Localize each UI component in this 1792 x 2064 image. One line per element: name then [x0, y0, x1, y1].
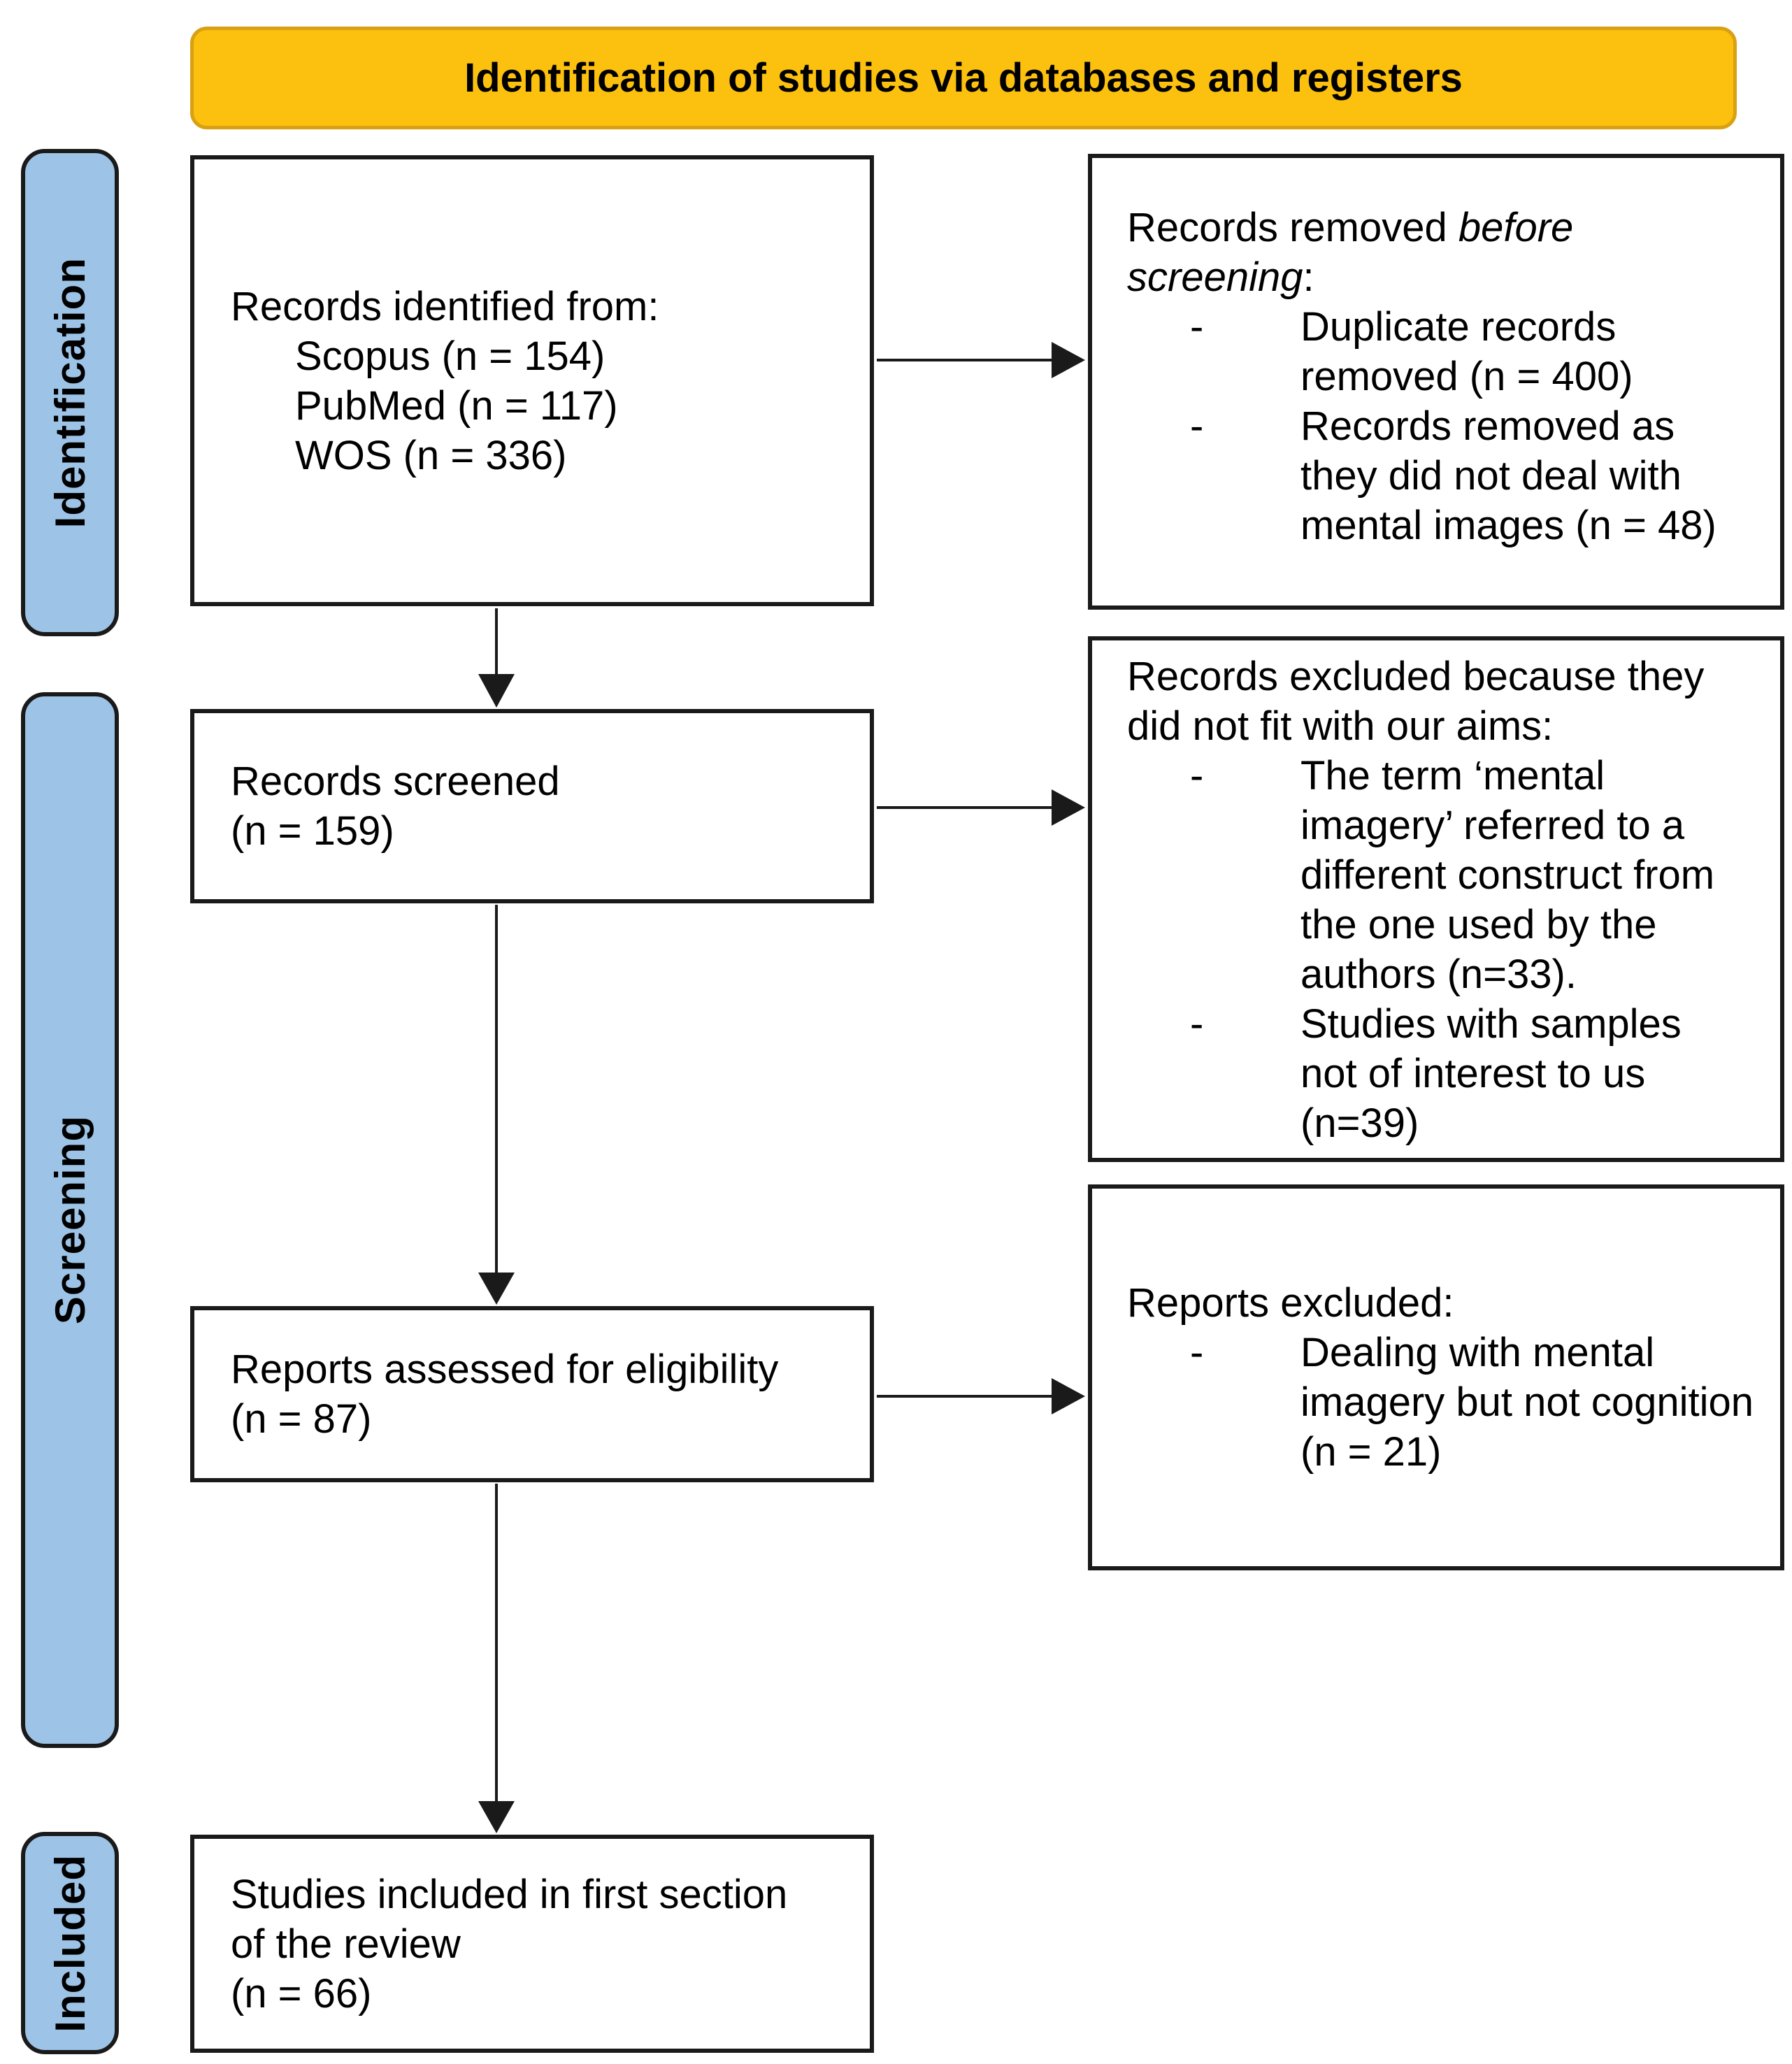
studies-included-line2: of the review	[231, 1921, 461, 1967]
arrow-assessed-to-included	[478, 1484, 515, 1833]
reports-excluded-bullet: - Dealing with mental imagery but not co…	[1127, 1328, 1770, 1477]
bullet-text-line: authors (n=33).	[1300, 952, 1577, 997]
bullet-text-line: mental images (n = 48)	[1300, 503, 1716, 548]
banner-title-bar: Identification of studies via databases …	[190, 27, 1737, 129]
box-studies-included: Studies included in first section of the…	[190, 1835, 874, 2053]
bullet-text-line: The term ‘mental	[1300, 753, 1605, 798]
stage-label-screening: Screening	[21, 692, 119, 1748]
bullet-text-line: Records removed as	[1300, 403, 1675, 449]
records-screened-title: Records screened	[231, 759, 560, 804]
removed-title-line2: screening:	[1127, 252, 1770, 302]
removed-bullet-not-mental-images: - Records removed as they did not deal w…	[1127, 401, 1770, 550]
arrow-screened-to-excluded	[877, 789, 1085, 826]
reports-assessed-title: Reports assessed for eligibility	[231, 1347, 779, 1392]
box-records-excluded-aims: Records excluded because they did not fi…	[1088, 636, 1784, 1162]
bullet-text-line: imagery but not cognition	[1300, 1379, 1754, 1425]
box-records-removed-before-screening: Records removed before screening: - Dupl…	[1088, 154, 1784, 610]
bullet-text-line: they did not deal with	[1300, 453, 1682, 499]
stage-label-identification: Identification	[21, 149, 119, 636]
bullet-text-line: not of interest to us	[1300, 1051, 1646, 1096]
aims-bullet-samples: - Studies with samples not of interest t…	[1127, 999, 1770, 1148]
bullet-dash: -	[1190, 403, 1204, 449]
arrow-identified-to-removed	[877, 342, 1085, 378]
bullet-text-line: Duplicate records	[1300, 304, 1617, 350]
stage-label-included: Included	[21, 1832, 119, 2054]
removed-title-line1: Records removed before	[1127, 203, 1770, 252]
removed-title-italic2: screening	[1127, 255, 1303, 300]
bullet-text-line: the one used by the	[1300, 902, 1657, 947]
bullet-text-line: (n = 21)	[1300, 1429, 1442, 1475]
reports-excluded-title: Reports excluded:	[1127, 1280, 1454, 1326]
bullet-text-line: Studies with samples	[1300, 1001, 1682, 1047]
box-records-identified: Records identified from: Scopus (n = 154…	[190, 155, 874, 606]
records-identified-title: Records identified from:	[231, 283, 659, 329]
removed-title-normal: Records removed	[1127, 205, 1458, 250]
reports-assessed-count: (n = 87)	[231, 1396, 372, 1442]
bullet-dash: -	[1190, 1330, 1204, 1375]
studies-included-count: (n = 66)	[231, 1970, 372, 2016]
aims-title-line1: Records excluded because they	[1127, 654, 1705, 699]
records-screened-count: (n = 159)	[231, 808, 394, 854]
source-wos: WOS (n = 336)	[295, 432, 567, 478]
removed-title-colon: :	[1303, 255, 1314, 300]
bullet-dash: -	[1190, 304, 1204, 350]
bullet-text-line: different construct from	[1300, 852, 1715, 898]
aims-bullet-different-construct: - The term ‘mental imagery’ referred to …	[1127, 751, 1770, 999]
arrow-identified-to-screened	[478, 608, 515, 708]
box-reports-excluded: Reports excluded: - Dealing with mental …	[1088, 1184, 1784, 1570]
source-pubmed: PubMed (n = 117)	[295, 382, 618, 429]
stage-label-included-text: Included	[46, 1854, 94, 2033]
box-records-screened: Records screened (n = 159)	[190, 709, 874, 903]
bullet-text-line: (n=39)	[1300, 1101, 1419, 1146]
bullet-dash: -	[1190, 753, 1204, 798]
banner-title: Identification of studies via databases …	[464, 55, 1463, 101]
arrow-screened-to-assessed	[478, 905, 515, 1305]
bullet-text-line: Dealing with mental	[1300, 1330, 1655, 1375]
stage-label-screening-text: Screening	[46, 1115, 94, 1325]
removed-title-italic: before	[1458, 205, 1574, 250]
arrow-assessed-to-reports-excluded	[877, 1378, 1085, 1414]
aims-title-line2: did not fit with our aims:	[1127, 703, 1554, 749]
stage-label-identification-text: Identification	[46, 257, 94, 529]
bullet-text-line: removed (n = 400)	[1300, 354, 1633, 399]
studies-included-line1: Studies included in first section	[231, 1871, 788, 1917]
bullet-text-line: imagery’ referred to a	[1300, 803, 1685, 848]
bullet-dash: -	[1190, 1001, 1204, 1047]
box-reports-assessed: Reports assessed for eligibility (n = 87…	[190, 1306, 874, 1482]
removed-bullet-duplicates: - Duplicate records removed (n = 400)	[1127, 302, 1770, 401]
source-scopus: Scopus (n = 154)	[295, 333, 605, 379]
